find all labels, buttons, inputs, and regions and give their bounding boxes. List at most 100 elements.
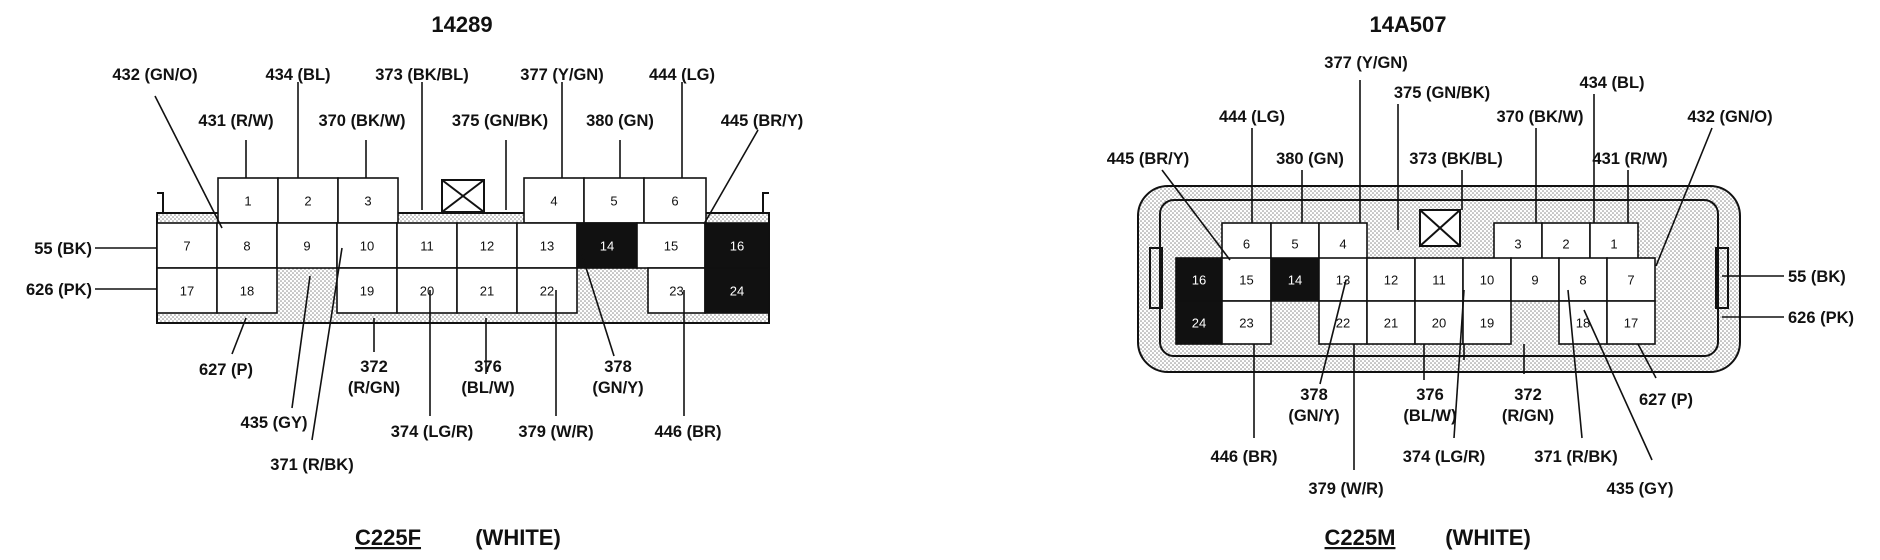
pin-number: 7	[183, 239, 190, 254]
pin-number: 22	[540, 284, 554, 299]
pin-number: 12	[1384, 273, 1398, 288]
lead-lines	[95, 82, 759, 441]
pin-cell	[216, 267, 278, 314]
pin-cell	[576, 222, 638, 269]
pin-number: 12	[480, 239, 494, 254]
pin-number: 17	[1624, 316, 1638, 331]
pin-number: 10	[360, 239, 374, 254]
wire-label: 378	[1300, 386, 1328, 404]
pin-number: 3	[364, 194, 371, 209]
pin-cell	[1175, 257, 1223, 302]
pin-number: 23	[1239, 316, 1253, 331]
wire-label: 377 (Y/GN)	[520, 66, 603, 84]
wire-label: 55 (BK)	[34, 240, 92, 258]
pin-number: 6	[671, 194, 678, 209]
wire-label: 380 (GN)	[1276, 150, 1344, 168]
pin-cavity-1: 1	[1589, 222, 1639, 265]
pin-cell	[337, 177, 399, 224]
wire-label: 434 (BL)	[1579, 74, 1644, 92]
pin-number: 13	[540, 239, 554, 254]
pin-cell	[704, 267, 770, 314]
pin-cavity-2: 2	[1541, 222, 1591, 265]
pin-number: 15	[664, 239, 678, 254]
wire-label: (BL/W)	[1403, 407, 1456, 425]
pin-number: 2	[304, 194, 311, 209]
pin-number: 18	[240, 284, 254, 299]
pin-cavity-8: 8	[1558, 257, 1608, 302]
pin-cavity-6: 6	[643, 177, 707, 224]
pin-cavity-10: 10	[1462, 257, 1512, 302]
part-number: 14A507	[1369, 12, 1446, 37]
pin-number: 1	[244, 194, 251, 209]
pin-number: 17	[180, 284, 194, 299]
wire-label: 374 (LG/R)	[391, 423, 474, 441]
pin-cell	[336, 267, 398, 314]
wire-label: 445 (BR/Y)	[721, 112, 804, 130]
connector-id: C225F	[355, 525, 421, 550]
pin-cavity-20: 20	[396, 267, 458, 314]
wire-label: 378	[604, 358, 632, 376]
pin-number: 19	[360, 284, 374, 299]
pin-cavity-14: 14	[1270, 257, 1320, 302]
pin-cavity-9: 9	[1510, 257, 1560, 302]
pin-number: 20	[420, 284, 434, 299]
pin-number: 10	[1480, 273, 1494, 288]
pin-cavity-23: 23	[1221, 300, 1272, 345]
pin-cavity-7: 7	[1606, 257, 1656, 302]
pin-cell	[1366, 257, 1416, 302]
wire-label: 432 (GN/O)	[112, 66, 197, 84]
pin-number: 13	[1336, 273, 1350, 288]
pin-number: 8	[1579, 273, 1586, 288]
pin-number: 20	[1432, 316, 1446, 331]
connector-id: C225M	[1325, 525, 1396, 550]
pin-cavity-21: 21	[1366, 300, 1416, 345]
pin-cavity-10: 10	[336, 222, 398, 269]
pin-number: 2	[1562, 237, 1569, 252]
pin-cell	[1606, 257, 1656, 302]
wire-label: 627 (P)	[1639, 391, 1693, 409]
pin-number: 16	[1192, 273, 1206, 288]
pin-cavity-4: 4	[523, 177, 585, 224]
wire-label: 431 (R/W)	[198, 112, 273, 130]
pin-number: 19	[1480, 316, 1494, 331]
pin-cell	[156, 222, 218, 269]
pin-cavity-15: 15	[1221, 257, 1272, 302]
pin-cell	[156, 267, 218, 314]
pin-cavity-12: 12	[1366, 257, 1416, 302]
part-number: 14289	[431, 12, 492, 37]
pin-cavity-6: 6	[1221, 222, 1272, 265]
wire-label: 371 (R/BK)	[1534, 448, 1617, 466]
pin-cell	[704, 222, 770, 269]
pin-number: 22	[1336, 316, 1350, 331]
pin-cavity-15: 15	[636, 222, 706, 269]
pin-cell	[396, 267, 458, 314]
pin-cell	[1510, 257, 1560, 302]
pin-cell	[276, 222, 338, 269]
pin-cavity-21: 21	[456, 267, 518, 314]
pin-cavity-11: 11	[396, 222, 458, 269]
pin-cell	[516, 222, 578, 269]
pin-cell	[217, 177, 279, 224]
pin-number: 11	[420, 239, 434, 254]
pin-number: 21	[1384, 316, 1398, 331]
pin-cell	[1270, 257, 1320, 302]
latch-icon	[441, 179, 485, 213]
pin-cell	[216, 222, 278, 269]
pin-cell	[1558, 257, 1608, 302]
latch-icon	[1419, 209, 1461, 247]
wire-label: 444 (LG)	[649, 66, 715, 84]
pin-cavity-4: 4	[1318, 222, 1368, 265]
wire-label: 446 (BR)	[655, 423, 722, 441]
wire-label: 379 (W/R)	[1308, 480, 1383, 498]
pin-cavity-5: 5	[583, 177, 645, 224]
connector-color: (WHITE)	[1445, 525, 1531, 550]
wire-label: 444 (LG)	[1219, 108, 1285, 126]
wire-label: 432 (GN/O)	[1687, 108, 1772, 126]
pin-number: 8	[243, 239, 250, 254]
pin-number: 14	[600, 239, 614, 254]
wire-label: (BL/W)	[461, 379, 514, 397]
pin-number: 16	[730, 239, 744, 254]
